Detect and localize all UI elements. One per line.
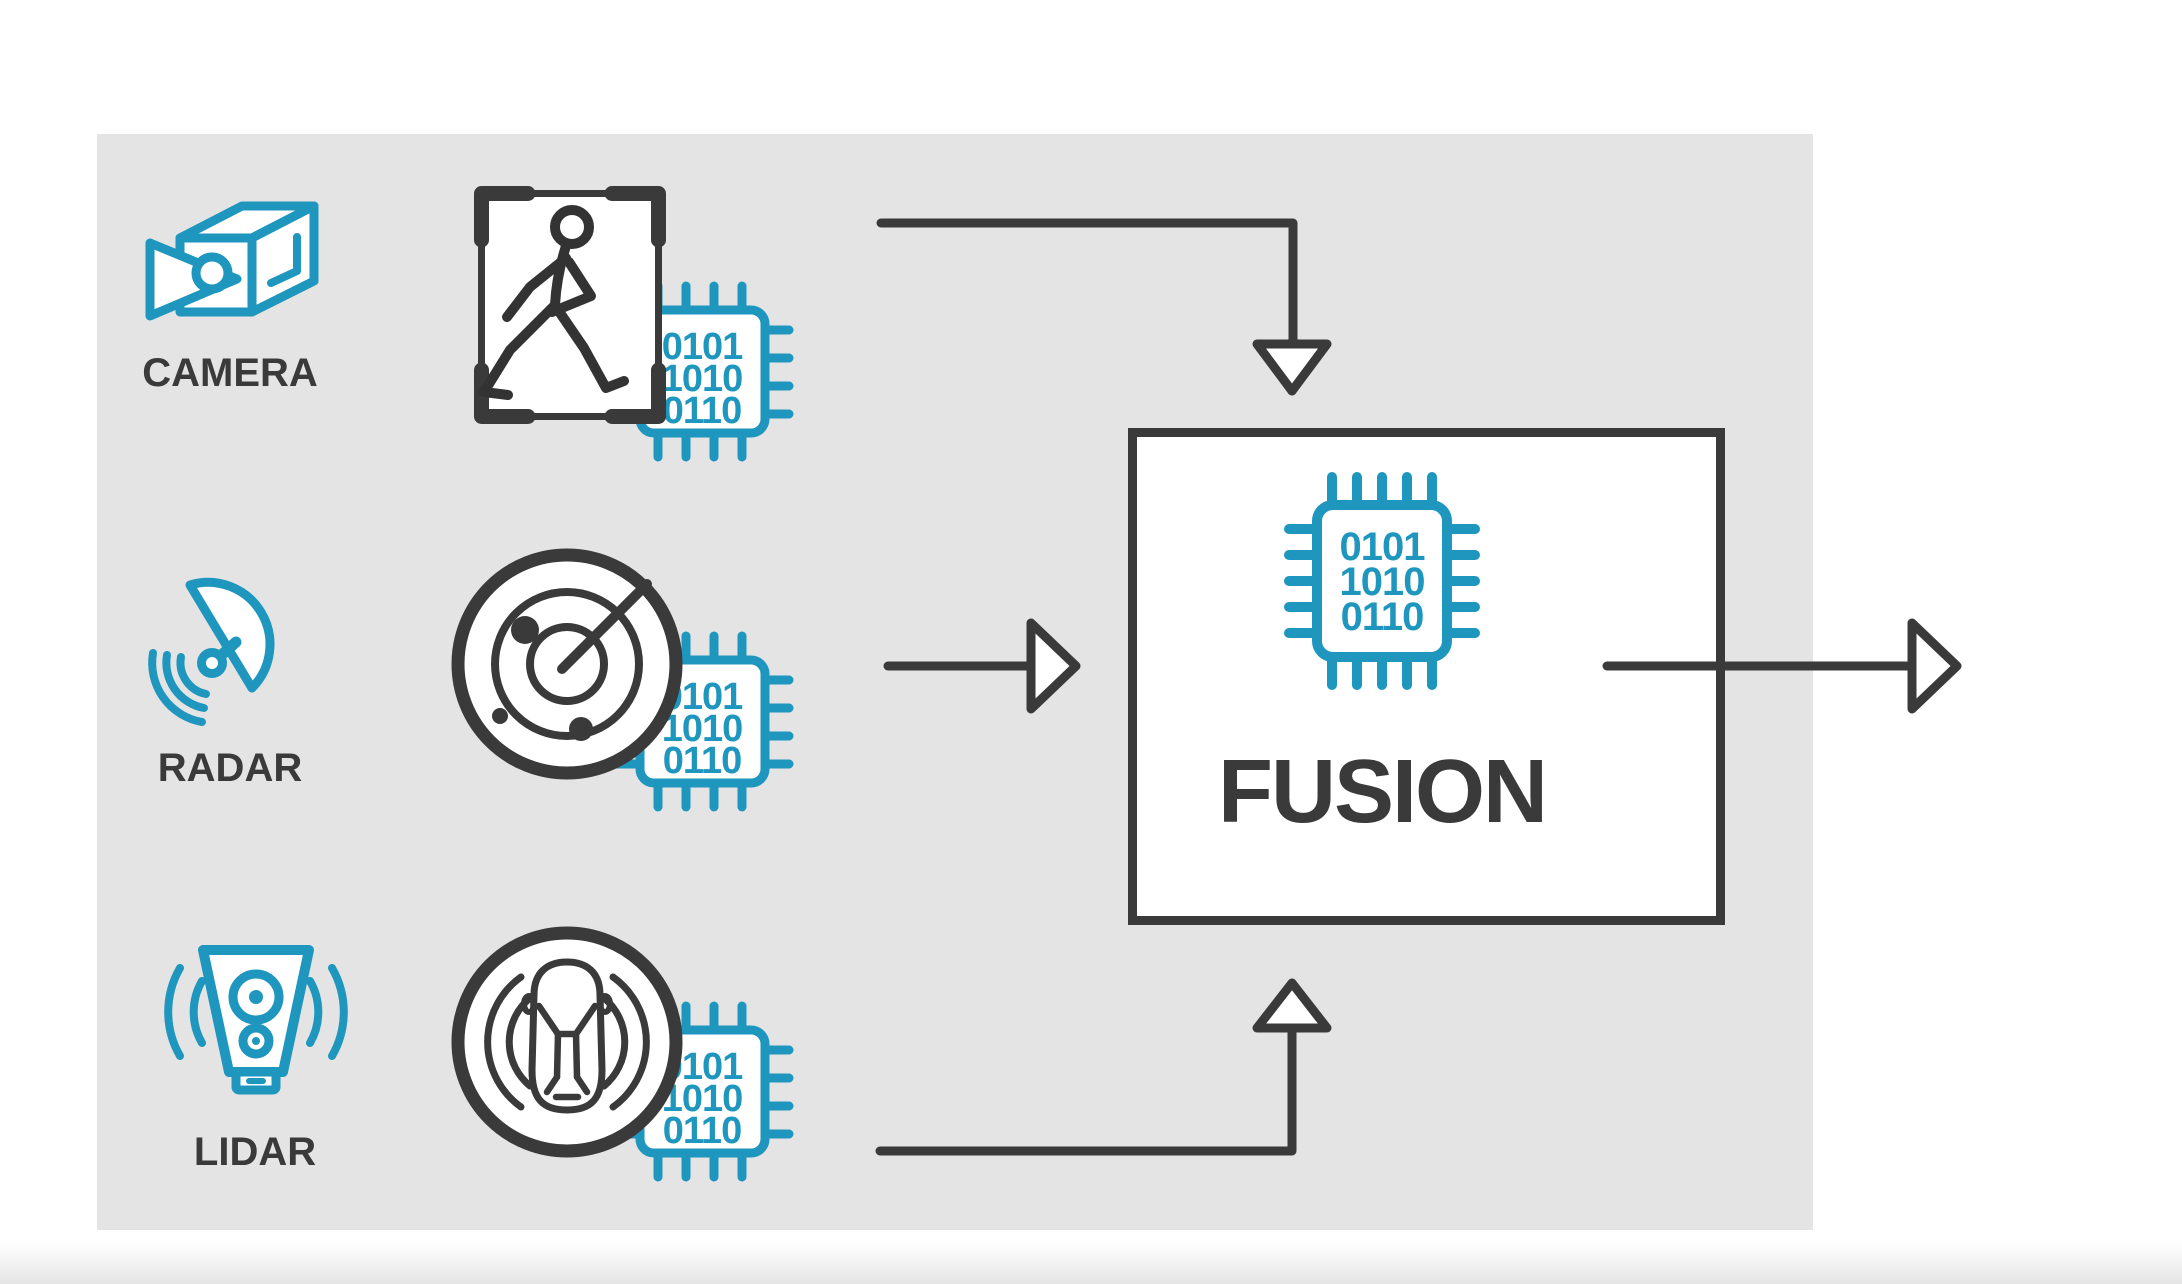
car-lidar-waves-icon <box>484 973 650 1111</box>
arrowhead-right-icon <box>1026 618 1081 714</box>
chip-binary-row: 1010 <box>662 1078 743 1120</box>
chip-binary-row: 1010 <box>662 708 743 750</box>
fusion-label: FUSION <box>1218 742 1546 842</box>
fusion-box: 0101 1010 0110 FUSION <box>1128 428 1725 925</box>
lidar-row: LIDAR 0101 1010 0110 <box>164 926 789 1177</box>
chip-binary-row: 1010 <box>1340 560 1425 604</box>
radar-blip <box>511 616 539 644</box>
chip-binary-row: 0110 <box>663 740 741 782</box>
lidar-to-fusion-arrow <box>875 978 1332 1156</box>
fusion-output-arrow <box>1602 618 1962 714</box>
radar-to-fusion-arrow <box>883 618 1081 714</box>
arrowhead-down-icon <box>1252 339 1332 396</box>
radar-blip <box>492 708 508 724</box>
chip-binary-row: 0101 <box>1340 525 1426 569</box>
pedestrian-icon <box>479 205 629 400</box>
chip-binary-row: 0110 <box>663 1110 741 1152</box>
car-lidar-icon <box>451 926 683 1158</box>
pedestrian-detection-box <box>474 186 666 424</box>
camera-to-fusion-arrow <box>876 218 1332 396</box>
car-top-view-icon <box>521 958 613 1114</box>
camera-row: CAMERA 0101 1010 0110 <box>142 186 789 458</box>
bounding-box-corners-icon <box>474 186 666 424</box>
radar-blip <box>569 717 593 741</box>
page-bottom-shade <box>0 1242 2182 1284</box>
camera-chip-icon: 0101 1010 0110 <box>616 286 789 457</box>
chip-binary-row: 1010 <box>662 358 743 400</box>
camera-label: CAMERA <box>142 351 318 395</box>
chip-binary-row: 0110 <box>1341 595 1424 639</box>
radar-row: RADAR 0101 1010 0110 <box>148 548 789 807</box>
camera-icon <box>145 201 319 321</box>
chip-binary-row: 0110 <box>663 390 741 432</box>
chip-binary-row: 0101 <box>662 326 743 368</box>
radar-waves-icon <box>148 649 210 726</box>
lidar-label: LIDAR <box>194 1130 316 1174</box>
radar-dish-icon <box>148 577 275 726</box>
arrowhead-up-icon <box>1252 978 1332 1033</box>
radar-screen-icon <box>451 548 683 780</box>
lidar-waves-icon <box>164 964 348 1060</box>
fusion-chip-icon: 0101 1010 0110 <box>1289 477 1475 685</box>
lidar-sensor-icon <box>164 945 348 1095</box>
radar-sweep-line <box>557 579 652 674</box>
radar-label: RADAR <box>158 746 303 790</box>
arrowhead-right-icon <box>1907 618 1962 714</box>
